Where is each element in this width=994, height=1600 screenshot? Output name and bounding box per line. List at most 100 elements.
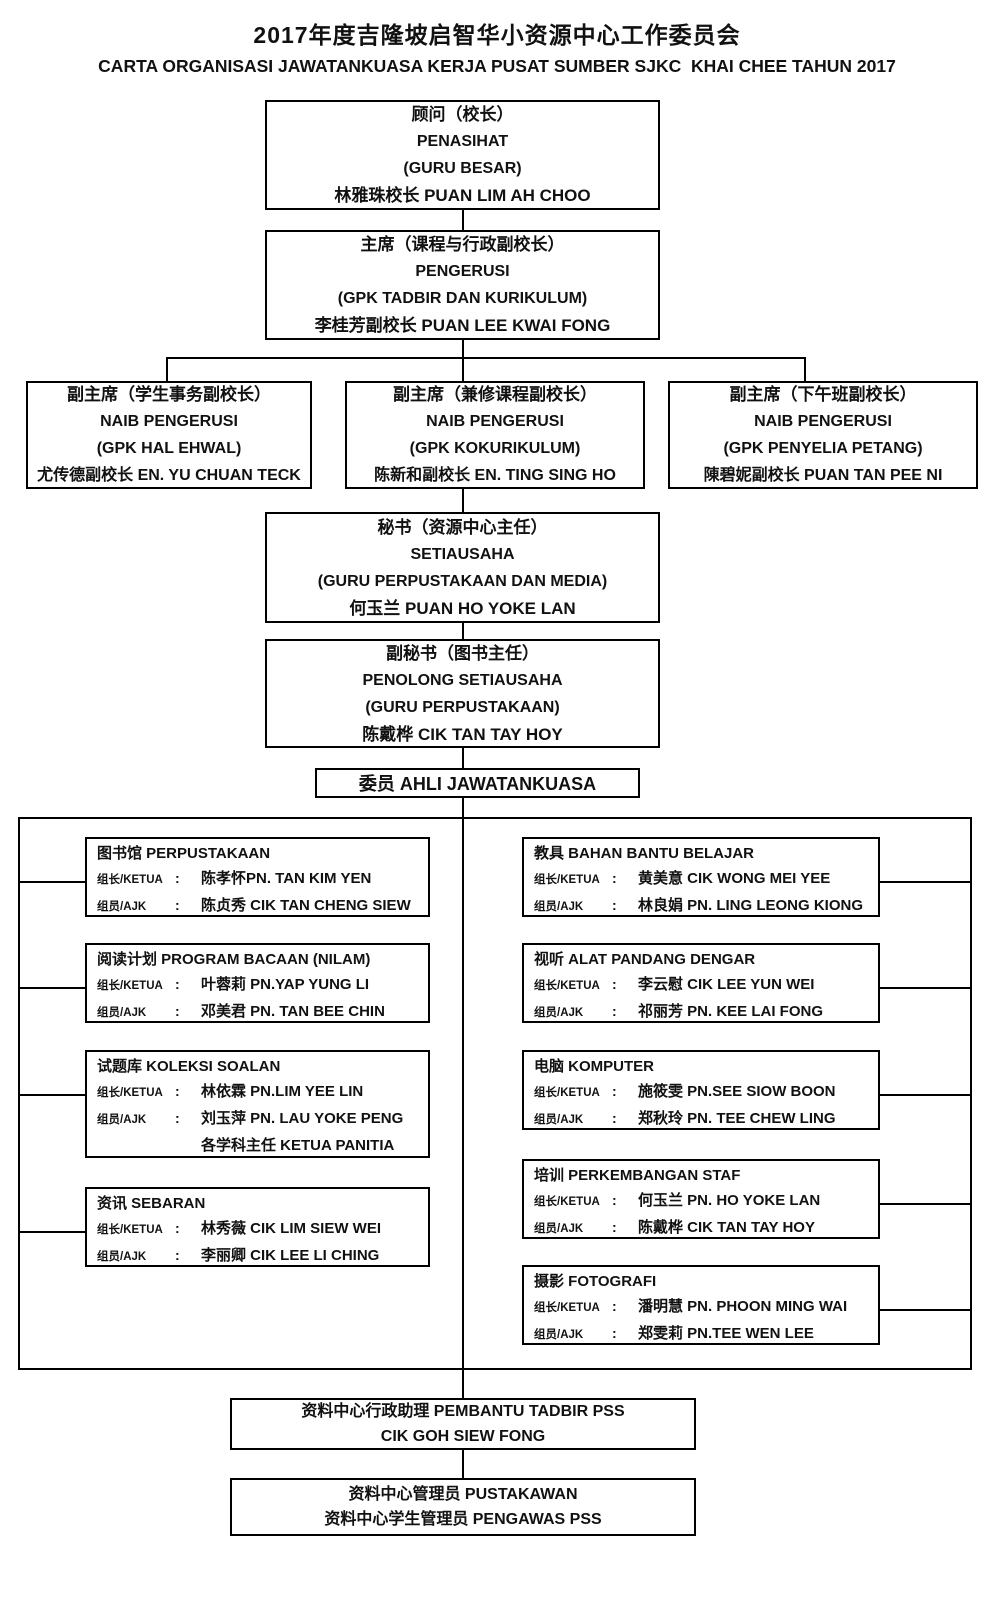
row-colon: : [175,1247,180,1263]
row-colon: : [175,870,180,886]
footer-role-1: 资料中心管理员 PUSTAKAWAN [348,1486,578,1503]
org-node-naib-pengerusi-1: 副主席（学生事务副校长） NAIB PENGERUSI (GPK HAL EHW… [26,381,312,489]
row-label: 组长/KETUA [534,1196,600,1208]
org-node-setiausaha: 秘书（资源中心主任） SETIAUSAHA (GURU PERPUSTAKAAN… [265,512,660,623]
org-node-penolong-setiausaha: 副秘书（图书主任） PENOLONG SETIAUSAHA (GURU PERP… [265,639,660,748]
row-name: 祁丽芳 PN. KEE LAI FONG [638,1003,824,1020]
row-label: 组长/KETUA [97,1224,163,1236]
committee-title: 摄影 FOTOGRAFI [534,1273,657,1290]
row-name: 陈戴桦 CIK TAN TAY HOY [638,1219,815,1236]
row-label: 组员/AJK [97,1007,147,1019]
row-name: 邓美君 PN. TAN BEE CHIN [201,1003,385,1020]
committee-row: 组长/KETUA : 林秀薇 CIK LIM SIEW WEI [97,1216,418,1243]
row-label: 组长/KETUA [97,980,163,992]
committee-title: 电脑 KOMPUTER [534,1058,655,1075]
committees-frame [18,817,972,1370]
connector-line [804,357,806,381]
row-colon: : [175,1110,180,1126]
role-title-my: PENASIHAT [416,133,509,150]
row-name: 叶蓉莉 PN.YAP YUNG LI [201,976,370,993]
committee-alat-pandang-dengar: 视听 ALAT PANDANG DENGAR 组长/KETUA : 李云慰 CI… [522,943,880,1023]
connector-line [166,357,806,359]
connector-line [20,1094,85,1096]
footer-role-2: 资料中心学生管理员 PENGAWAS PSS [324,1511,602,1528]
committee-row: 组长/KETUA : 施筱雯 PN.SEE SIOW BOON [534,1079,868,1106]
connector-line [462,340,464,357]
row-label: 组员/AJK [534,1114,584,1126]
row-label: 组员/AJK [534,901,584,913]
row-label: 组长/KETUA [534,980,600,992]
role-title-cn: 副主席（兼修课程副校长） [393,385,597,404]
row-label: 组员/AJK [534,1223,584,1235]
org-node-penasihat: 顾问（校长） PENASIHAT (GURU BESAR) 林雅珠校长 PUAN… [265,100,660,210]
committee-title: 阅读计划 PROGRAM BACAAN (NILAM) [97,951,371,968]
role-title-cn: 副主席（下午班副校长） [729,385,917,404]
row-label: 组长/KETUA [97,1087,163,1099]
role-unit: (GURU PERPUSTAKAAN DAN MEDIA) [317,572,608,590]
role-title-my: NAIB PENGERUSI [426,413,564,430]
connector-line [880,881,970,883]
committee-row: 组长/KETUA : 何玉兰 PN. HO YOKE LAN [534,1188,868,1215]
person-name: 陈新和副校长 EN. TING SING HO [374,467,616,484]
committee-perpustakaan: 图书馆 PERPUSTAKAAN 组长/KETUA : 陈孝怀PN. TAN K… [85,837,430,917]
committee-row: 组员/AJK : 陈贞秀 CIK TAN CHENG SIEW [97,893,418,920]
row-name: 李云慰 CIK LEE YUN WEI [638,976,815,993]
row-label: 组员/AJK [534,1007,584,1019]
row-label: 组员/AJK [97,901,147,913]
connector-line [880,1309,970,1311]
row-colon: : [175,1003,180,1019]
committee-row: 组员/AJK : 郑雯莉 PN.TEE WEN LEE [534,1321,868,1348]
committee-row: 组长/KETUA : 潘明慧 PN. PHOON MING WAI [534,1294,868,1321]
person-name: 李桂芳副校长 PUAN LEE KWAI FONG [314,316,611,335]
role-title-my: NAIB PENGERUSI [100,413,238,430]
committee-sebaran: 资讯 SEBARAN 组长/KETUA : 林秀薇 CIK LIM SIEW W… [85,1187,430,1267]
role-title-my: SETIAUSAHA [410,545,515,563]
connector-line [880,987,970,989]
committee-row: 组长/KETUA : 李云慰 CIK LEE YUN WEI [534,972,868,999]
row-name: 郑雯莉 PN.TEE WEN LEE [638,1325,814,1342]
committee-row: 组员/AJK : 邓美君 PN. TAN BEE CHIN [97,999,418,1026]
row-colon: : [612,1083,617,1099]
role-title-my: NAIB PENGERUSI [754,413,892,430]
row-label: 组长/KETUA [534,874,600,886]
role-title-my: PENGERUSI [415,263,510,280]
connector-line [20,987,85,989]
connector-line [462,357,464,381]
org-node-pengerusi: 主席（课程与行政副校长） PENGERUSI (GPK TADBIR DAN K… [265,230,660,340]
ahli-label: 委员 AHLI JAWATANKUASA [358,774,597,794]
connector-line [20,1231,85,1233]
committee-row: 组长/KETUA : 黄美意 CIK WONG MEI YEE [534,866,868,893]
row-name: 陈孝怀PN. TAN KIM YEN [201,870,372,887]
committee-row: 组长/KETUA : 林依霖 PN.LIM YEE LIN [97,1079,418,1106]
org-node-pembantu-tadbir: 资料中心行政助理 PEMBANTU TADBIR PSS CIK GOH SIE… [230,1398,696,1450]
row-name: 施筱雯 PN.SEE SIOW BOON [638,1083,836,1100]
connector-line [462,489,464,512]
row-colon: : [612,1298,617,1314]
committee-row: 组员/AJK : 李丽卿 CIK LEE LI CHING [97,1243,418,1270]
committee-bahan-bantu-belajar: 教具 BAHAN BANTU BELAJAR 组长/KETUA : 黄美意 CI… [522,837,880,917]
committee-row: 组员/AJK : 祁丽芳 PN. KEE LAI FONG [534,999,868,1026]
row-colon: : [175,1083,180,1099]
role-unit: (GPK HAL EHWAL) [96,440,242,457]
person-name: 林雅珠校长 PUAN LIM AH CHOO [334,186,591,205]
row-label: 组长/KETUA [534,1087,600,1099]
org-node-naib-pengerusi-3: 副主席（下午班副校长） NAIB PENGERUSI (GPK PENYELIA… [668,381,978,489]
connector-spine [462,798,464,1398]
role-title-my: PENOLONG SETIAUSAHA [362,671,563,689]
committee-row: 组员/AJK : 郑秋玲 PN. TEE CHEW LING [534,1106,868,1133]
role-title-cn: 主席（课程与行政副校长） [360,235,565,254]
committee-row: 组员/AJK : 陈戴桦 CIK TAN TAY HOY [534,1215,868,1242]
committee-title: 教具 BAHAN BANTU BELAJAR [534,845,754,862]
footer-person: CIK GOH SIEW FONG [380,1428,546,1445]
committee-koleksi-soalan: 试题库 KOLEKSI SOALAN 组长/KETUA : 林依霖 PN.LIM… [85,1050,430,1158]
committee-komputer: 电脑 KOMPUTER 组长/KETUA : 施筱雯 PN.SEE SIOW B… [522,1050,880,1130]
row-colon: : [612,1192,617,1208]
row-colon: : [612,1325,617,1341]
row-name: 林良娟 PN. LING LEONG KIONG [638,897,864,914]
connector-line [166,357,168,381]
row-label: 组员/AJK [97,1114,147,1126]
committee-program-bacaan: 阅读计划 PROGRAM BACAAN (NILAM) 组长/KETUA : 叶… [85,943,430,1023]
row-colon: : [175,976,180,992]
committee-title: 培训 PERKEMBANGAN STAF [534,1167,741,1184]
